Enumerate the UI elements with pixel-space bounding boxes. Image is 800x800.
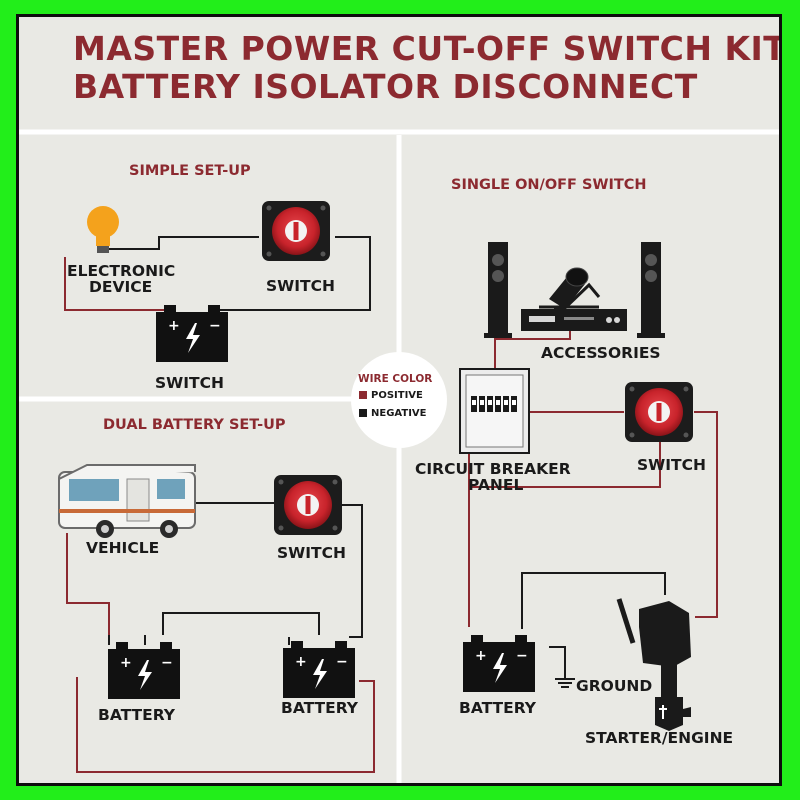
wire-color-legend xyxy=(351,352,447,448)
outboard-engine-icon xyxy=(616,598,691,731)
label-single-switch: SWITCH xyxy=(637,456,706,474)
label-simple-battery: SWITCH xyxy=(155,374,224,392)
section-single-switch: SINGLE ON/OFF SWITCH xyxy=(451,177,647,193)
dual-battery-left-icon xyxy=(108,642,180,699)
stage-light-icon xyxy=(539,267,601,311)
label-ground: GROUND xyxy=(576,677,653,695)
label-dual-battery-right: BATTERY xyxy=(281,699,359,717)
legend-positive: POSITIVE xyxy=(371,390,423,401)
single-switch-wires xyxy=(468,329,718,688)
legend-negative: NEGATIVE xyxy=(371,408,427,419)
label-starter-engine: STARTER/ENGINE xyxy=(585,729,734,747)
label-simple-switch: SWITCH xyxy=(266,277,335,295)
vehicle-icon xyxy=(58,464,196,538)
label-single-battery: BATTERY xyxy=(459,699,537,717)
right-speaker-icon xyxy=(637,242,665,338)
label-circuit-breaker: CIRCUIT BREAKER xyxy=(415,460,571,478)
label-dual-battery-left: BATTERY xyxy=(98,706,176,724)
label-electronic: ELECTRONIC xyxy=(67,262,176,280)
section-dual-battery: DUAL BATTERY SET-UP xyxy=(103,417,286,433)
single-battery-icon xyxy=(463,635,535,692)
dual-battery-right-icon xyxy=(283,641,355,698)
title-line-1: MASTER POWER CUT-OFF SWITCH KIT xyxy=(73,29,782,68)
dual-switch-icon xyxy=(274,475,342,535)
label-dual-switch: SWITCH xyxy=(277,544,346,562)
label-accessories: ACCESSORIES xyxy=(541,344,661,362)
label-vehicle: VEHICLE xyxy=(86,539,160,557)
circuit-breaker-panel-icon xyxy=(459,368,530,454)
wiring-diagram-svg: + − xyxy=(19,129,779,783)
left-speaker-icon xyxy=(484,242,512,338)
label-device: DEVICE xyxy=(89,278,153,296)
simple-battery-icon xyxy=(156,305,228,362)
section-simple-setup: SIMPLE SET-UP xyxy=(129,163,251,179)
simple-switch-icon xyxy=(262,201,330,261)
legend-title: WIRE COLOR xyxy=(358,373,433,385)
label-panel: PANEL xyxy=(468,476,524,494)
single-switch-icon xyxy=(625,382,693,442)
receiver-icon xyxy=(521,309,627,331)
diagram-panel: + − xyxy=(16,14,782,786)
simple-setup-wires xyxy=(64,236,371,311)
light-bulb-icon xyxy=(87,206,119,253)
title-line-2: BATTERY ISOLATOR DISCONNECT xyxy=(73,67,698,106)
